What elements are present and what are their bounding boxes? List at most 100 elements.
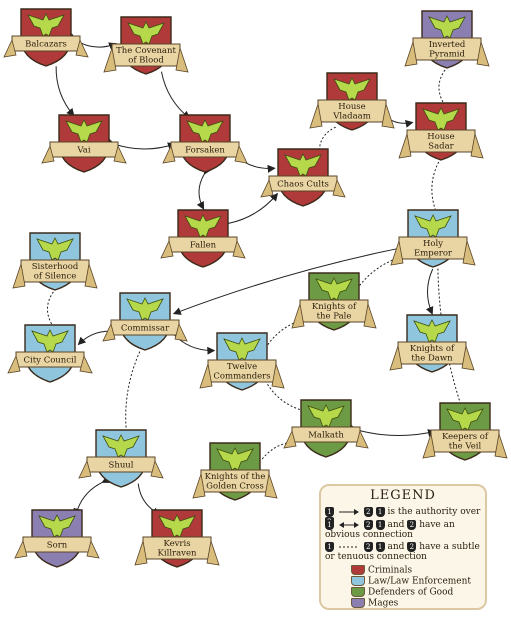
legend-badge-2: 2 xyxy=(363,507,373,517)
node-label: Fallen xyxy=(190,241,217,251)
legend-group-law: Law/Law Enforcement xyxy=(325,576,481,587)
node-forsaken[interactable]: Forsaken xyxy=(162,114,248,173)
legend-group-label: Mages xyxy=(368,598,399,609)
eagle-icon xyxy=(27,13,65,37)
node-malkath[interactable]: Malkath xyxy=(283,399,369,458)
legend-badge-1: 1 xyxy=(325,520,334,530)
edge-obvious-fallen-chaos_cults xyxy=(220,192,279,229)
legend-badge-2: 2 xyxy=(363,542,373,552)
node-sorn[interactable]: Sorn xyxy=(14,509,100,568)
eagle-icon xyxy=(216,447,254,471)
edge-obvious-vai-forsaken xyxy=(106,138,176,150)
edge-tenuous-commissar-shuul xyxy=(125,351,141,430)
eagle-icon xyxy=(284,153,322,177)
scroll-tail-icon xyxy=(14,539,100,559)
eagle-icon xyxy=(38,514,76,538)
scroll-tail-icon xyxy=(103,47,189,73)
legend-badge-1: 1 xyxy=(325,542,334,552)
authority-arrow-icon xyxy=(338,509,359,515)
node-label: Sadar xyxy=(428,142,454,152)
eagle-icon xyxy=(422,107,460,131)
legend-obvious-text: have an obvious connection xyxy=(325,520,455,540)
node-commissar[interactable]: Commissar xyxy=(102,292,188,351)
node-label: Commanders xyxy=(213,372,270,382)
scroll-tail-icon xyxy=(291,303,377,329)
node-label: Vladaam xyxy=(332,112,371,122)
scroll-tail-icon xyxy=(390,240,476,266)
node-vai[interactable]: Vai xyxy=(41,114,127,173)
node-label: Holy xyxy=(423,239,443,249)
node-label: House xyxy=(338,102,365,112)
legend-badge-2: 2 xyxy=(407,542,417,552)
scroll-tail-icon xyxy=(192,473,278,499)
node-label: Kevris xyxy=(163,539,190,549)
legend-badge-1: 1 xyxy=(375,542,385,552)
edge-authority-balcazars-vai xyxy=(55,66,75,117)
eagle-icon xyxy=(223,337,261,361)
edge-obvious-forsaken-fallen xyxy=(196,165,212,210)
node-label: House xyxy=(427,132,454,142)
node-city_council[interactable]: City Council xyxy=(7,324,93,383)
node-label: Twelve xyxy=(227,362,257,372)
node-label: Chaos Cults xyxy=(277,180,329,190)
eagle-icon xyxy=(127,21,165,45)
node-balcazars[interactable]: Balcazars xyxy=(3,8,89,67)
edge-authority-covenant-forsaken xyxy=(160,71,191,119)
scroll-tail-icon xyxy=(160,239,246,259)
scroll-tail-icon xyxy=(404,41,490,67)
eagle-icon xyxy=(446,407,484,431)
node-label: the Dawn xyxy=(411,354,453,364)
scroll-tail-icon xyxy=(260,178,346,198)
eagle-icon xyxy=(414,214,452,238)
node-label: Vai xyxy=(76,146,90,156)
node-label: City Council xyxy=(24,356,77,366)
legend-group-label: Defenders of Good xyxy=(368,587,454,598)
eagle-icon xyxy=(65,119,103,143)
scroll-tail-icon xyxy=(199,363,285,389)
legend-group-criminals: Criminals xyxy=(325,565,481,576)
edge-obvious-malkath-keepers xyxy=(348,423,436,437)
law-swatch-icon xyxy=(351,576,365,586)
scroll-tail-icon xyxy=(102,322,188,342)
eagle-icon xyxy=(333,77,371,101)
legend-authority-text: is the authority over xyxy=(387,507,481,517)
eagle-icon xyxy=(186,119,224,143)
legend-group-label: Criminals xyxy=(368,565,413,576)
node-label: Balcazars xyxy=(25,40,67,50)
node-fallen[interactable]: Fallen xyxy=(160,209,246,268)
scroll-tail-icon xyxy=(134,540,220,566)
node-shuul[interactable]: Shuul xyxy=(78,429,164,488)
eagle-icon xyxy=(36,237,74,261)
node-chaos_cults[interactable]: Chaos Cults xyxy=(260,148,346,207)
eagle-icon xyxy=(184,214,222,238)
edge-tenuous-inverted_pyramid-house_sadar xyxy=(438,69,446,103)
legend-badge-2: 2 xyxy=(407,520,417,530)
node-label: Emperor xyxy=(414,249,453,259)
node-label: Knights of the xyxy=(205,472,266,482)
legend-badge-2: 2 xyxy=(363,520,373,530)
eagle-icon xyxy=(315,277,353,301)
node-label: the Pale xyxy=(317,312,352,322)
scroll-tail-icon xyxy=(398,133,484,159)
eagle-icon xyxy=(307,404,345,428)
obvious-arrow-icon xyxy=(338,522,359,528)
legend-group-mages: Mages xyxy=(325,598,481,609)
node-label: the Veil xyxy=(449,442,482,452)
node-label: Malkath xyxy=(308,431,344,441)
scroll-tail-icon xyxy=(422,433,508,459)
node-label: Pyramid xyxy=(429,50,465,60)
legend-box: LEGEND 1 2 1 is the authority over 2 1 2… xyxy=(319,484,487,610)
legend-group-good: Defenders of Good xyxy=(325,587,481,598)
